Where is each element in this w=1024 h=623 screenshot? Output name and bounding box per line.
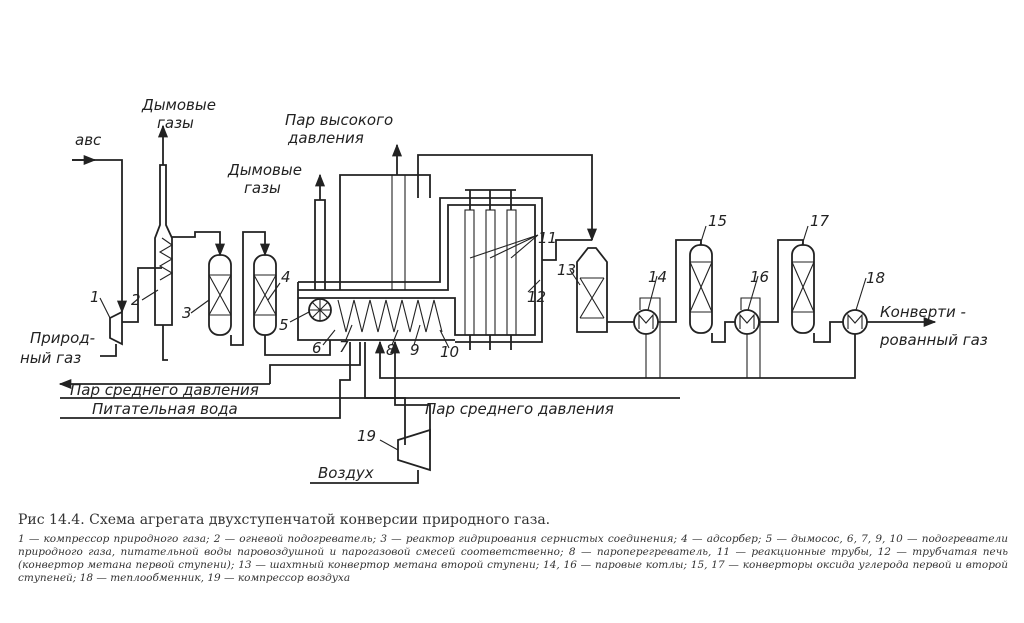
number-1: 1 — [90, 288, 100, 306]
number-6: 6 — [312, 339, 322, 357]
line-heater-to-reactor — [172, 231, 226, 257]
number-8: 8 — [386, 341, 396, 359]
boiler-feed-1 — [639, 297, 661, 378]
process-gas-main-line — [607, 239, 843, 343]
heater-coils — [337, 299, 443, 333]
process-flow-diagram: авс Дымовые газы Пар высокого давления Д… — [20, 96, 988, 484]
number-9: 9 — [410, 341, 420, 359]
number-10: 10 — [440, 343, 459, 361]
number-15: 15 — [708, 212, 727, 230]
abc-inlet-line — [72, 154, 128, 314]
boiler-feed-2 — [740, 297, 761, 378]
label-hp-steam-line2: давления — [287, 129, 364, 147]
number-17: 17 — [810, 212, 830, 230]
line-furnace-to-converter — [542, 239, 592, 261]
label-converted-gas-line2: рованный газ — [879, 331, 988, 349]
mp-steam-line-2c — [364, 342, 406, 445]
heat-exchanger — [842, 309, 868, 335]
hp-steam-header — [339, 174, 431, 290]
hp-steam-loop — [417, 154, 598, 242]
label-converted-gas-line1: Конверти - — [880, 303, 966, 321]
label-air: Воздух — [318, 464, 374, 482]
fired-heater — [154, 124, 174, 361]
shaft-converter — [576, 247, 608, 333]
label-hp-steam-line1: Пар высокого — [285, 111, 393, 129]
smoke-exhauster — [308, 298, 332, 322]
leader-lines — [99, 225, 867, 451]
label-abc: авс — [75, 131, 102, 149]
co-converter-1 — [689, 244, 713, 334]
number-3: 3 — [182, 304, 192, 322]
number-13: 13 — [557, 261, 576, 279]
label-flue-gas-2-line1: Дымовые — [227, 161, 302, 179]
line-reactor-to-adsorber — [230, 231, 271, 346]
number-4: 4 — [281, 268, 291, 286]
feed-water-line — [60, 342, 351, 419]
number-5: 5 — [279, 316, 289, 334]
number-11: 11 — [538, 229, 557, 247]
air-inlet-line — [310, 470, 419, 484]
number-2: 2 — [131, 291, 141, 309]
label-natural-gas-line2: ный газ — [20, 349, 81, 367]
number-18: 18 — [866, 269, 885, 287]
number-7: 7 — [339, 338, 349, 356]
compressor-air — [397, 428, 431, 472]
co-converter-2 — [791, 244, 815, 334]
hydrogenation-reactor — [208, 254, 232, 336]
label-feed-water: Питательная вода — [92, 400, 238, 418]
label-mp-steam-1: Пар среднего давления — [70, 381, 259, 399]
reaction-tubes — [464, 189, 517, 350]
steam-boiler-2 — [734, 309, 760, 335]
flue-gas-stack — [314, 173, 326, 290]
number-14: 14 — [648, 268, 667, 286]
mp-steam-return — [374, 334, 856, 379]
label-natural-gas-line1: Природ- — [30, 329, 95, 347]
label-flue-gas-2-line2: газы — [244, 179, 281, 197]
natural-gas-inlet-line — [100, 344, 117, 357]
steam-boiler-1 — [633, 309, 659, 335]
label-flue-gas-1-line2: газы — [157, 114, 194, 132]
number-16: 16 — [750, 268, 769, 286]
number-19: 19 — [357, 427, 376, 445]
air-to-furnace — [389, 340, 431, 440]
label-flue-gas-1-line1: Дымовые — [141, 96, 216, 114]
compressor-natural-gas — [109, 310, 123, 346]
mp-steam-line-1b — [269, 342, 361, 384]
number-12: 12 — [527, 288, 546, 306]
label-mp-steam-2: Пар среднего давления — [425, 400, 614, 418]
figure-caption: Рис 14.4. Схема агрегата двухступенчатой… — [18, 512, 1008, 585]
line-adsorber-out — [264, 335, 331, 356]
caption-title: Рис 14.4. Схема агрегата двухступенчатой… — [18, 512, 551, 528]
line-compressor-to-heater — [122, 267, 162, 323]
adsorber — [253, 254, 277, 336]
caption-legend: 1 — компрессор природного газа; 2 — огне… — [18, 533, 1008, 584]
tube-furnace — [297, 197, 543, 343]
